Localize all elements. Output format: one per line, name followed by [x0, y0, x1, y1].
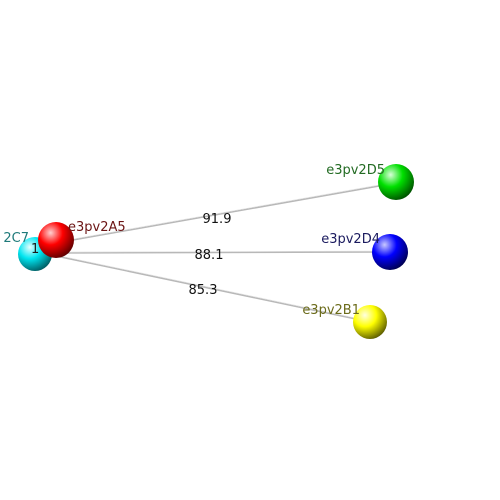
node-label-c7: 2C7 [3, 231, 29, 246]
edge-labels: 91.9 88.1 85.3 [189, 212, 232, 298]
node-fragment-label-c7: 1 [31, 242, 39, 257]
edge-highlight-a5-b1 [55, 254, 371, 322]
node-b1[interactable]: e3pv2B1 [302, 303, 387, 339]
node-d4[interactable]: e3pv2D4 [321, 232, 408, 270]
edge-highlight-a5-d4 [55, 250, 391, 253]
node-a5[interactable]: e3pv2A5 [38, 220, 126, 258]
node-label-d4: e3pv2D4 [321, 232, 380, 247]
edge-line-a5-d5 [55, 182, 397, 244]
edge-label-a5-d5: 91.9 [203, 212, 232, 227]
edge-a5-b1 [55, 254, 371, 323]
edge-highlight-a5-d5 [55, 181, 397, 243]
node-label-b1: e3pv2B1 [302, 303, 360, 318]
node-sphere-d4[interactable] [372, 234, 408, 270]
node-label-d5: e3pv2D5 [326, 163, 385, 178]
node-sphere-b1[interactable] [353, 305, 387, 339]
edge-a5-d5 [55, 181, 397, 244]
edge-line-a5-b1 [55, 255, 371, 323]
edge-label-a5-b1: 85.3 [189, 283, 218, 298]
edge-line-a5-d4 [55, 251, 391, 254]
edge-a5-d4 [55, 250, 391, 254]
node-label-a5: e3pv2A5 [68, 220, 126, 235]
nodes: 2C7 1 e3pv2A5 e3pv2D5 e3pv2D4 e3pv2B1 [3, 163, 414, 339]
node-sphere-a5[interactable] [38, 222, 74, 258]
node-sphere-d5[interactable] [378, 164, 414, 200]
edges [55, 181, 397, 323]
node-d5[interactable]: e3pv2D5 [326, 163, 414, 200]
edge-label-a5-d4: 88.1 [195, 248, 224, 263]
